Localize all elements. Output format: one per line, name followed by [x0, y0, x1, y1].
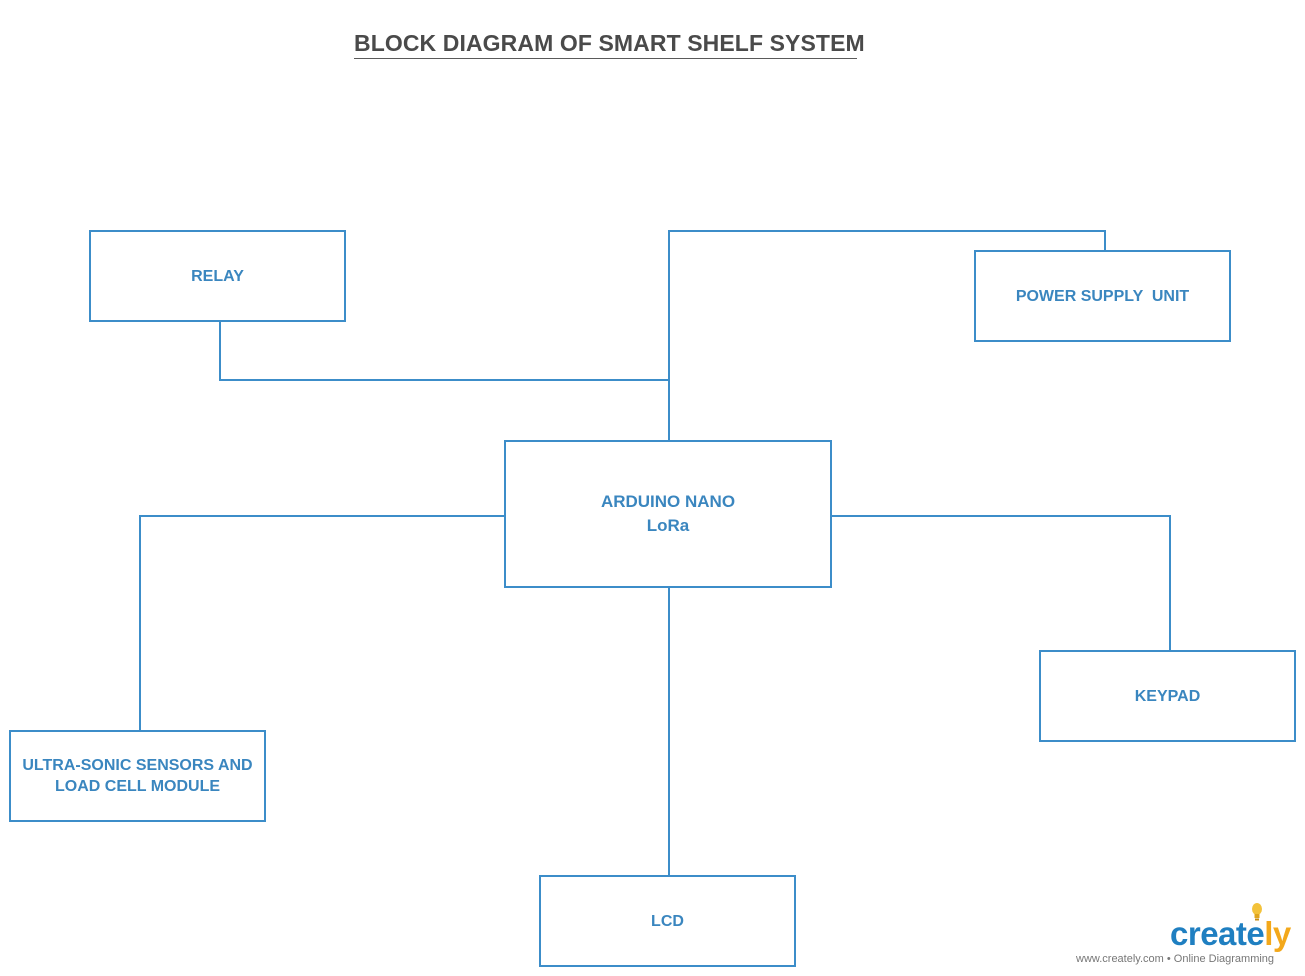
lcd-block[interactable]: LCD — [539, 875, 796, 967]
lightbulb-icon — [1252, 903, 1262, 921]
keypad-block[interactable]: KEYPAD — [1039, 650, 1296, 742]
power-supply-block[interactable]: POWER SUPPLY UNIT — [974, 250, 1231, 342]
logo-text-main: create — [1170, 915, 1265, 952]
keypad-label: KEYPAD — [1134, 687, 1201, 705]
connector-power-arduino — [668, 230, 1106, 441]
sensors-label-line2: LOAD CELL MODULE — [54, 778, 221, 795]
creately-logo: creately — [1168, 903, 1298, 955]
footer-credit: www.creately.com • Online Diagramming — [1076, 953, 1275, 965]
arduino-block[interactable]: ARDUINO NANO LoRa — [504, 440, 832, 588]
lora-label: LoRa — [646, 516, 690, 535]
connector-relay-arduino — [219, 320, 669, 381]
connector-keypad-arduino — [831, 515, 1171, 651]
arduino-label: ARDUINO NANO — [600, 492, 736, 511]
logo-text-accent: ly — [1264, 915, 1291, 952]
sensors-label-line1: ULTRA-SONIC SENSORS AND — [22, 757, 253, 774]
diagram-title: BLOCK DIAGRAM OF SMART SHELF SYSTEM — [354, 30, 865, 59]
logo-wordmark: creately — [1170, 914, 1291, 954]
lcd-label: LCD — [651, 912, 684, 930]
sensors-block[interactable]: ULTRA-SONIC SENSORS AND LOAD CELL MODULE — [9, 730, 266, 822]
connector-sensors-arduino — [139, 515, 505, 731]
relay-label: RELAY — [191, 267, 244, 285]
power-supply-label: POWER SUPPLY UNIT — [1015, 287, 1190, 305]
relay-block[interactable]: RELAY — [89, 230, 346, 322]
